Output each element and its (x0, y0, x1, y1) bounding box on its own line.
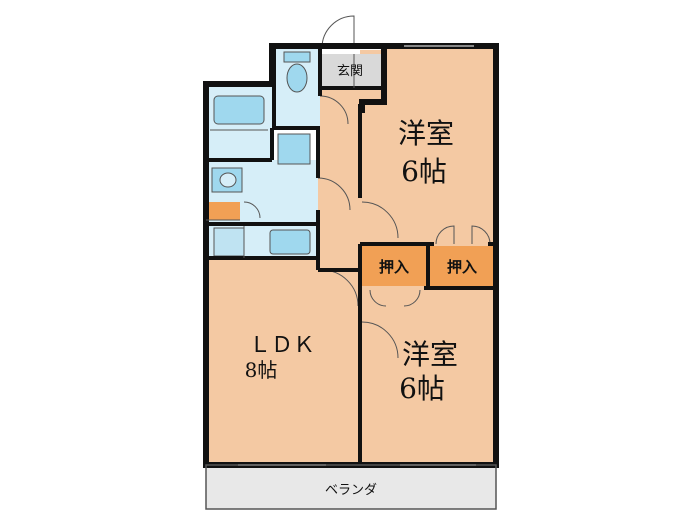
entrance-floor (320, 54, 382, 88)
lower-bedroom-label: 洋室 (402, 338, 458, 371)
storage-door-swing (243, 201, 261, 219)
kitchen-stove (213, 227, 245, 257)
closet-left-fill (362, 246, 426, 286)
closet-left-label: 押入 (379, 258, 409, 276)
toilet-bowl (286, 63, 308, 93)
washing-machine (277, 133, 311, 165)
entrance-label: 玄関 (337, 64, 363, 79)
balcony-floor (206, 465, 496, 509)
ldk-size: 8帖 (245, 358, 278, 382)
bathtub (213, 95, 265, 125)
balcony-label: ベランダ (325, 483, 377, 498)
closet-right-label: 押入 (447, 258, 477, 276)
upper-bedroom-size: 6帖 (401, 155, 447, 188)
ldk-label: ＬＤＫ (249, 333, 315, 358)
lower-bedroom-size: 6帖 (399, 372, 445, 405)
toilet-door-swing (319, 95, 349, 125)
washroom-door-swing (317, 177, 351, 211)
upper-bedroom-door-swing (361, 201, 399, 239)
toilet-tank (283, 51, 311, 63)
ldk-floor (208, 258, 360, 463)
upper-bedroom-step (386, 48, 494, 98)
upper-bedroom-label: 洋室 (398, 117, 454, 150)
closet-door-swing-1 (435, 225, 455, 245)
closet-door-swing-4 (403, 289, 421, 307)
balcony-outline (205, 464, 497, 510)
storage-fill (208, 202, 240, 220)
closet-door-swing-3 (369, 289, 387, 307)
lower-bedroom-door-swing (361, 321, 399, 359)
lower-bedroom-floor (362, 288, 494, 463)
washbasin-bowl (219, 172, 237, 188)
entry-door-swing (321, 15, 355, 49)
hallway-floor (318, 88, 362, 260)
kitchen-sink (269, 229, 311, 255)
closet-door-swing-2 (471, 225, 491, 245)
closet-right-fill (430, 246, 494, 286)
